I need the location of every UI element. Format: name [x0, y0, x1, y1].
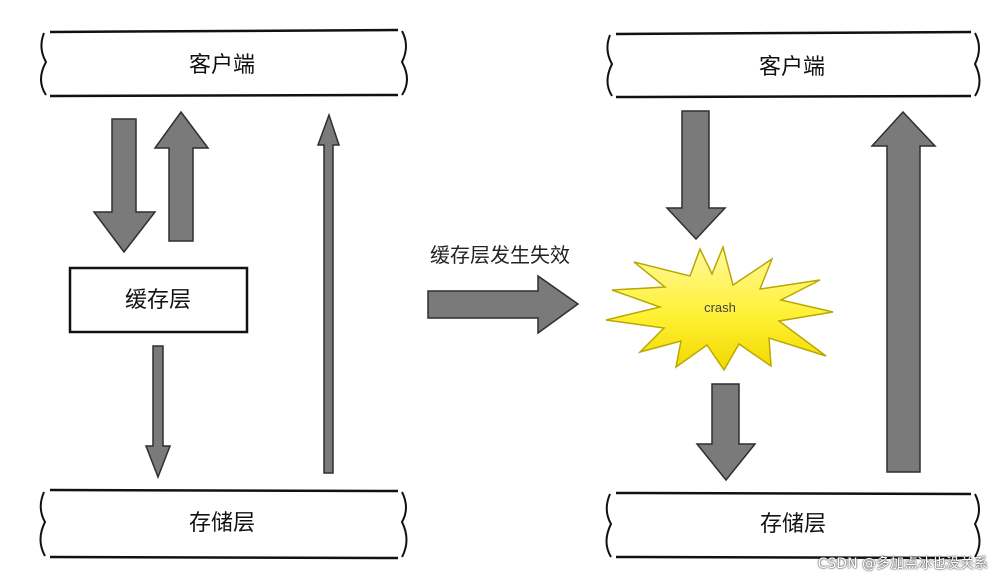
left-down-arrow-cache-to-storage	[144, 345, 172, 480]
right-down-arrow-crash-to-storage	[695, 383, 757, 482]
right-up-arrow-storage-to-client	[870, 110, 937, 473]
left-cache-label: 缓存层	[125, 288, 191, 313]
left-storage-box: 存储层	[39, 488, 408, 560]
right-storage-label: 存储层	[760, 512, 826, 537]
right-storage-box: 存储层	[605, 491, 981, 560]
right-client-label: 客户端	[759, 55, 825, 80]
left-storage-label: 存储层	[189, 511, 255, 536]
left-up-arrow-cache-to-client	[153, 110, 210, 242]
crash-label: crash	[704, 300, 736, 315]
right-client-box: 客户端	[606, 30, 981, 99]
transition-label: 缓存层发生失效	[430, 243, 570, 267]
watermark: CSDN @多加点冰也没关系	[817, 556, 988, 572]
left-client-box: 客户端	[40, 28, 408, 98]
crash-burst: crash	[605, 244, 834, 372]
left-cache-box: 缓存层	[68, 266, 249, 334]
left-down-arrow-client-to-cache	[92, 118, 157, 254]
transition-arrow	[427, 274, 580, 335]
left-client-label: 客户端	[189, 53, 255, 78]
left-up-arrow-storage-to-client	[316, 112, 341, 474]
right-down-arrow-client-to-crash	[665, 110, 727, 241]
